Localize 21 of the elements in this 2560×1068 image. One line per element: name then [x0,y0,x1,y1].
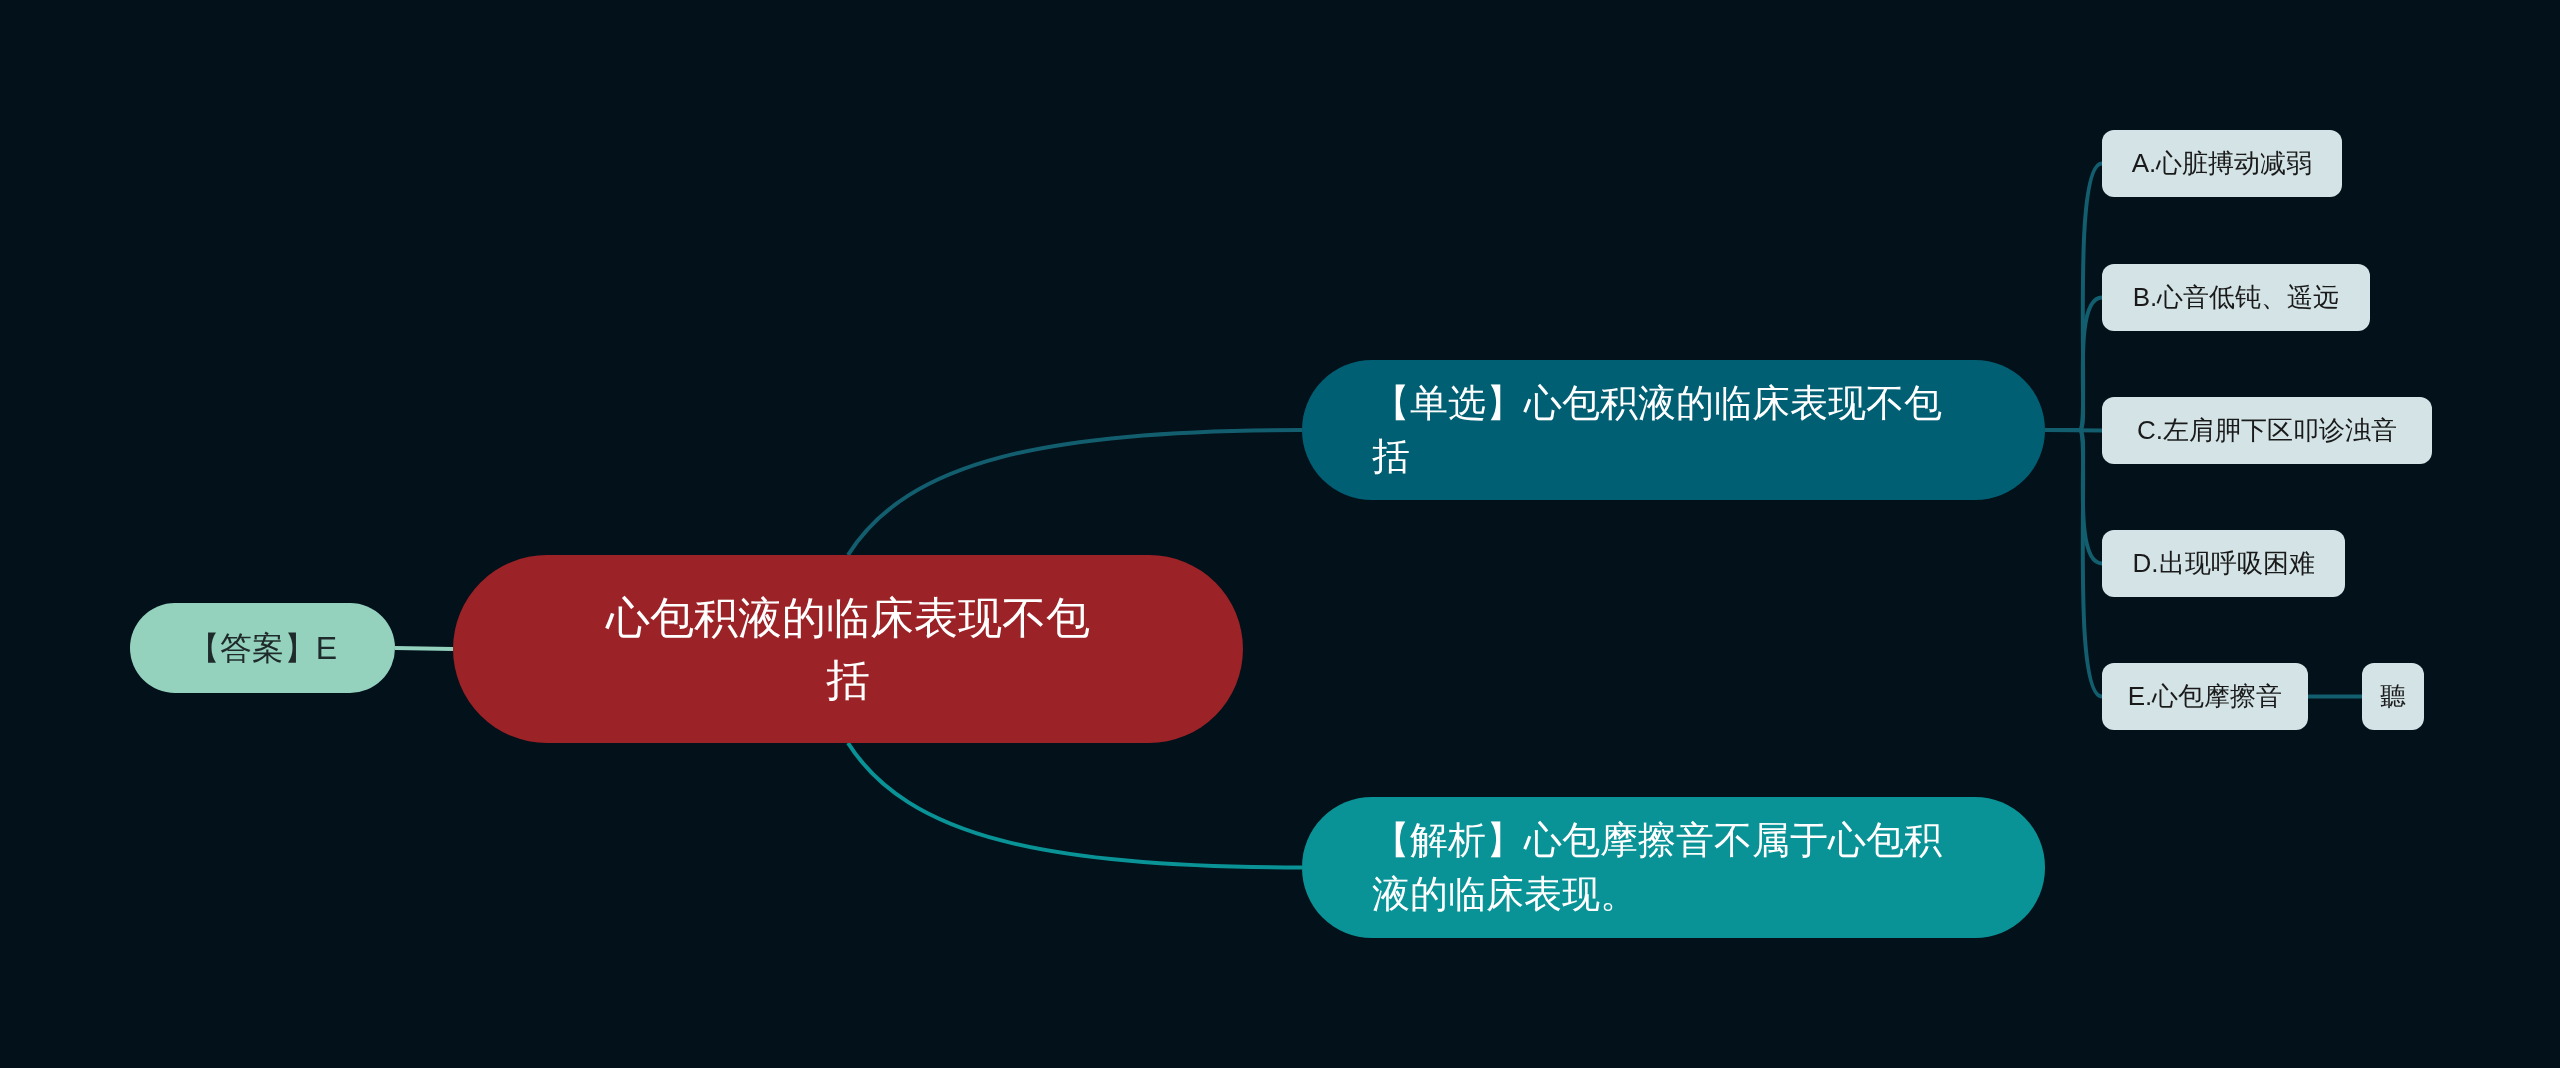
connector-line [2045,428,2104,699]
node-label: C.左肩胛下区叩诊浊音 [2137,414,2397,448]
connector-line [2308,694,2362,699]
option-node [2102,663,2308,730]
option-node [2102,130,2342,197]
node-label: E.心包摩擦音 [2127,680,2283,714]
node-label: B.心音低钝、遥远 [2132,281,2340,315]
option-node [2102,264,2370,331]
node-label: 【解析】心包摩擦音不属于心包积液的临床表现。 [1372,818,1943,917]
connector-line [846,741,1302,870]
node-label: A.心脏搏动减弱 [2131,147,2313,181]
node-label: 心包积液的临床表现不包括 [604,592,1091,706]
option-node [2362,663,2424,730]
option-node [2102,530,2345,597]
option-node [2102,397,2432,464]
node-label: 【单选】心包积液的临床表现不包括 [1372,380,1943,479]
node-label: 【答案】E [187,628,338,668]
node-label: 聽 [2380,680,2406,714]
node-label: D.出现呼吸困难 [2132,547,2315,581]
connector-line [846,428,1302,557]
connector-line [394,646,454,651]
